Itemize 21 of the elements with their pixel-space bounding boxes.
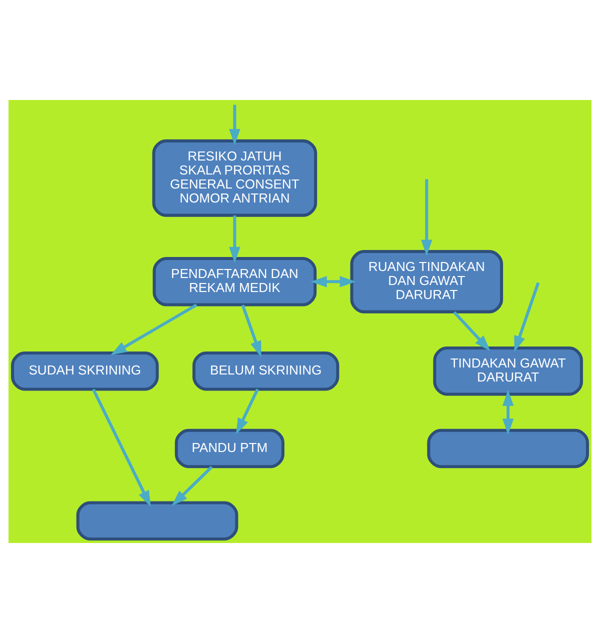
arrow xyxy=(453,310,490,351)
arrow xyxy=(241,304,262,357)
node-box: PANDU PTM xyxy=(174,428,284,468)
arrow xyxy=(310,276,356,287)
arrow xyxy=(110,303,198,355)
arrow xyxy=(92,388,151,506)
arrow xyxy=(236,388,259,434)
node-box: RUANG TINDAKAN DAN GAWAT DARURAT xyxy=(350,250,504,313)
node-box: BELUM SKRINING xyxy=(192,351,340,390)
arrow xyxy=(172,465,213,506)
arrow xyxy=(229,215,240,262)
arrow xyxy=(421,178,432,256)
node-box: TINDAKAN GAWAT DARURAT xyxy=(433,346,583,396)
arrow xyxy=(514,282,540,352)
arrow xyxy=(229,104,240,145)
node-box: SUDAH SKRINING xyxy=(11,351,159,390)
node-box: RESIKO JATUH SKALA PRORITAS GENERAL CONSENT NOMOR ANTRIAN xyxy=(152,138,318,216)
node-box: PENDAFTARAN DAN REKAM MEDIK xyxy=(152,256,317,306)
node-box xyxy=(76,500,238,540)
node-box xyxy=(427,428,589,468)
arrow xyxy=(502,389,514,434)
